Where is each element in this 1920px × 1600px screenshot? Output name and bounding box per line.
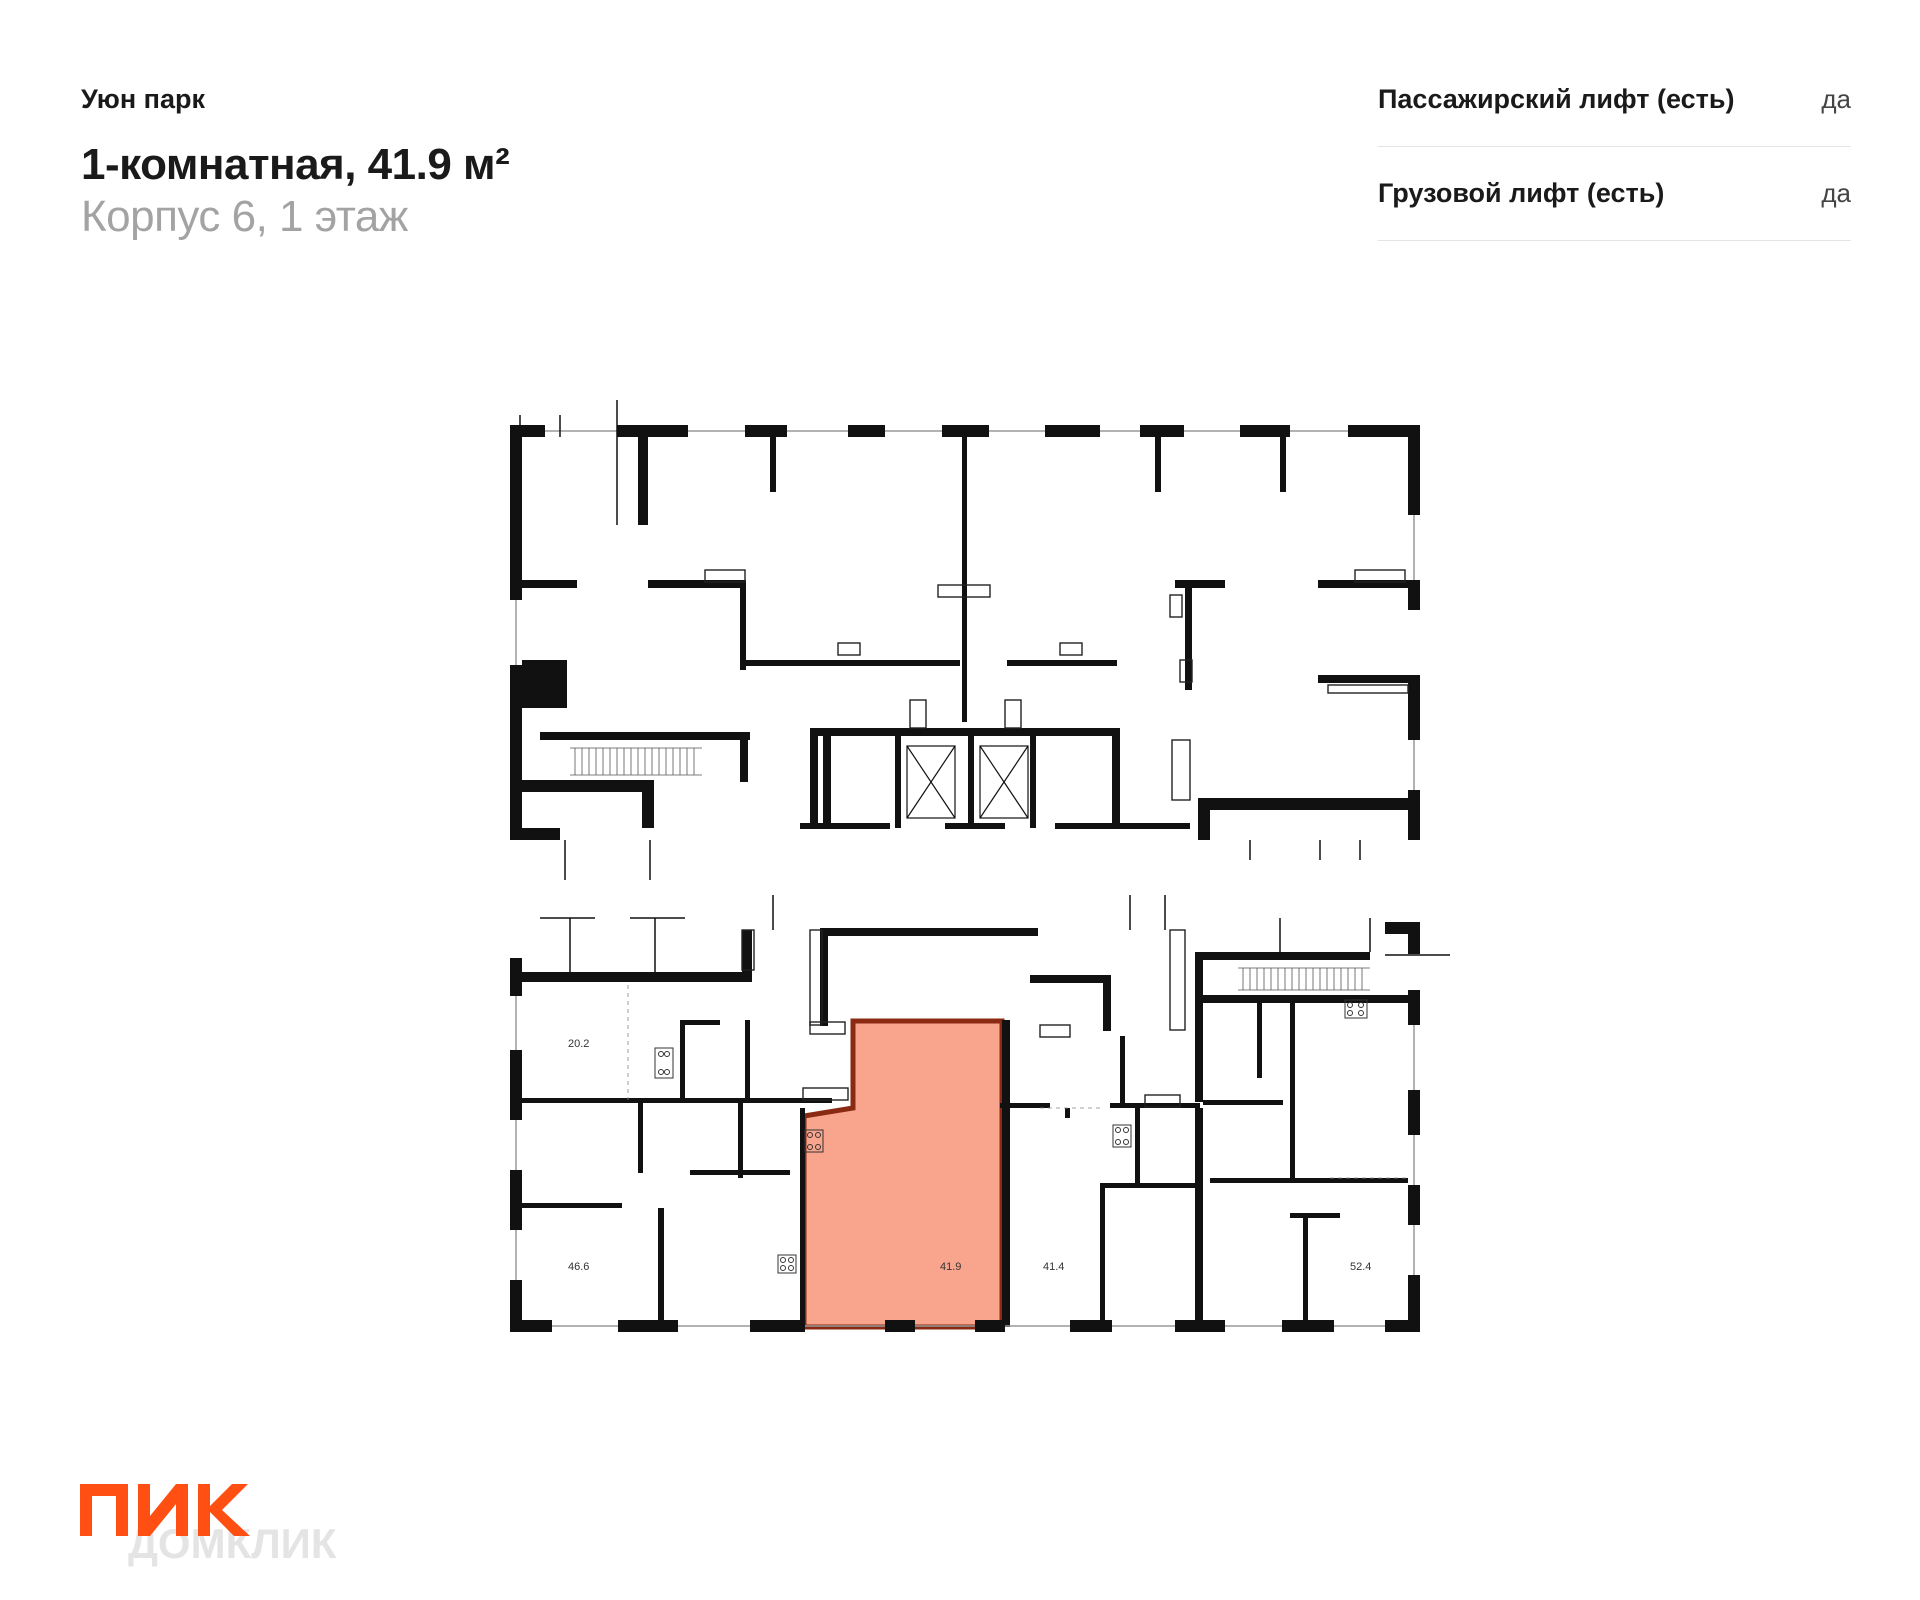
unit-area-label: 41.9 — [940, 1261, 961, 1273]
pik-logo-icon: ДОМКЛИК — [80, 1484, 337, 1567]
feature-passenger-lift: Пассажирский лифт (есть) да — [1378, 53, 1851, 147]
unit-area-label: 41.4 — [1043, 1261, 1064, 1273]
feature-freight-lift: Грузовой лифт (есть) да — [1378, 147, 1851, 241]
floor-plan: 20.2 46.6 41.9 41.4 52.4 — [510, 400, 1450, 1332]
unit-area-label: 20.2 — [568, 1038, 589, 1050]
building-floor: Корпус 6, 1 этаж — [81, 192, 408, 241]
apartment-title: 1-комнатная, 41.9 м² — [81, 140, 510, 189]
feature-label: Пассажирский лифт (есть) — [1378, 84, 1735, 114]
features-list: Пассажирский лифт (есть) да Грузовой лиф… — [1378, 53, 1851, 241]
project-name: Уюн парк — [81, 84, 205, 114]
selected-apartment[interactable] — [801, 1018, 1005, 1330]
feature-value: да — [1821, 178, 1851, 208]
feature-value: да — [1821, 84, 1851, 114]
unit-area-label: 52.4 — [1350, 1261, 1371, 1273]
unit-area-label: 46.6 — [568, 1261, 589, 1273]
feature-label: Грузовой лифт (есть) — [1378, 178, 1665, 208]
